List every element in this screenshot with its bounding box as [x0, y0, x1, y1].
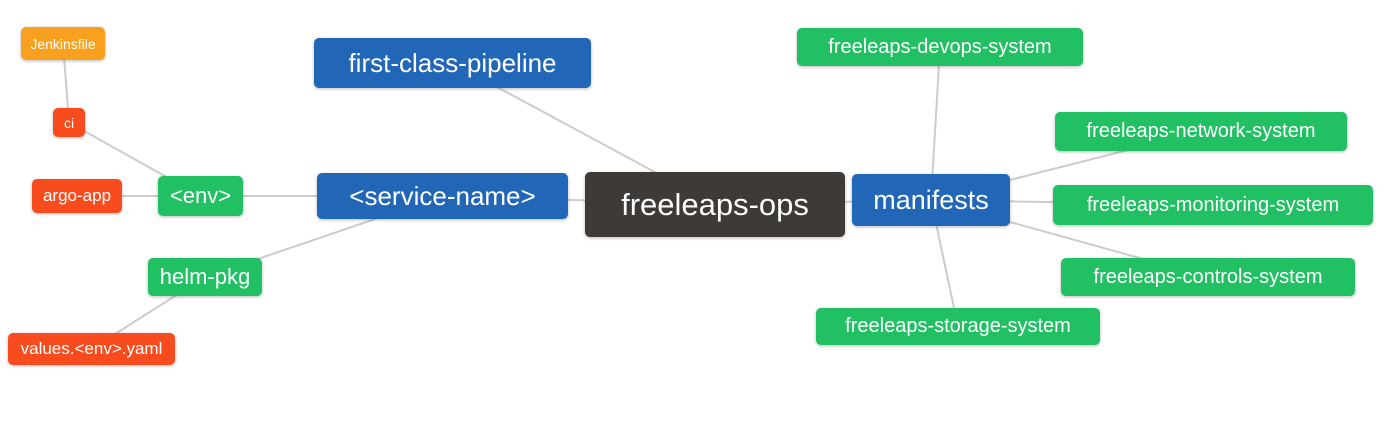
- mindmap-node-first-class-pipeline[interactable]: first-class-pipeline: [314, 38, 591, 88]
- mindmap-node-manifests[interactable]: manifests: [852, 174, 1010, 226]
- mindmap-node-freeleaps-ops[interactable]: freeleaps-ops: [585, 172, 845, 237]
- node-label: argo-app: [42, 186, 112, 205]
- mindmap-node-freeleaps-devops-system[interactable]: freeleaps-devops-system: [797, 28, 1083, 66]
- mindmap-node-ci[interactable]: ci: [53, 108, 85, 137]
- node-label: values.<env>.yaml: [20, 339, 163, 358]
- node-label: freeleaps-storage-system: [845, 315, 1071, 337]
- node-label: freeleaps-controls-system: [1093, 265, 1323, 288]
- node-label: freeleaps-devops-system: [828, 35, 1052, 58]
- node-label: manifests: [873, 184, 989, 215]
- mindmap-node-values-env-yaml[interactable]: values.<env>.yaml: [8, 333, 175, 365]
- mindmap-node-helm-pkg[interactable]: helm-pkg: [148, 258, 262, 296]
- node-label: ci: [63, 114, 75, 131]
- mindmap-node-freeleaps-storage-system[interactable]: freeleaps-storage-system: [816, 308, 1100, 345]
- node-label: freeleaps-ops: [621, 186, 809, 222]
- mindmap-node-freeleaps-network-system[interactable]: freeleaps-network-system: [1055, 112, 1347, 151]
- mindmap-node-service-name[interactable]: <service-name>: [317, 173, 568, 219]
- mindmap-node-freeleaps-monitoring-system[interactable]: freeleaps-monitoring-system: [1053, 185, 1373, 225]
- node-label: helm-pkg: [159, 264, 251, 289]
- mindmap-node-env[interactable]: <env>: [158, 176, 243, 216]
- node-label: freeleaps-monitoring-system: [1086, 193, 1340, 216]
- node-label: <service-name>: [349, 180, 536, 211]
- node-label: Jenkinsfile: [30, 35, 96, 52]
- mindmap-node-freeleaps-controls-system[interactable]: freeleaps-controls-system: [1061, 258, 1355, 296]
- node-label: <env>: [169, 183, 232, 208]
- node-label: first-class-pipeline: [348, 47, 557, 78]
- node-label: freeleaps-network-system: [1086, 120, 1316, 142]
- mindmap-node-jenkinsfile[interactable]: Jenkinsfile: [21, 27, 105, 60]
- mindmap-node-argo-app[interactable]: argo-app: [32, 179, 122, 213]
